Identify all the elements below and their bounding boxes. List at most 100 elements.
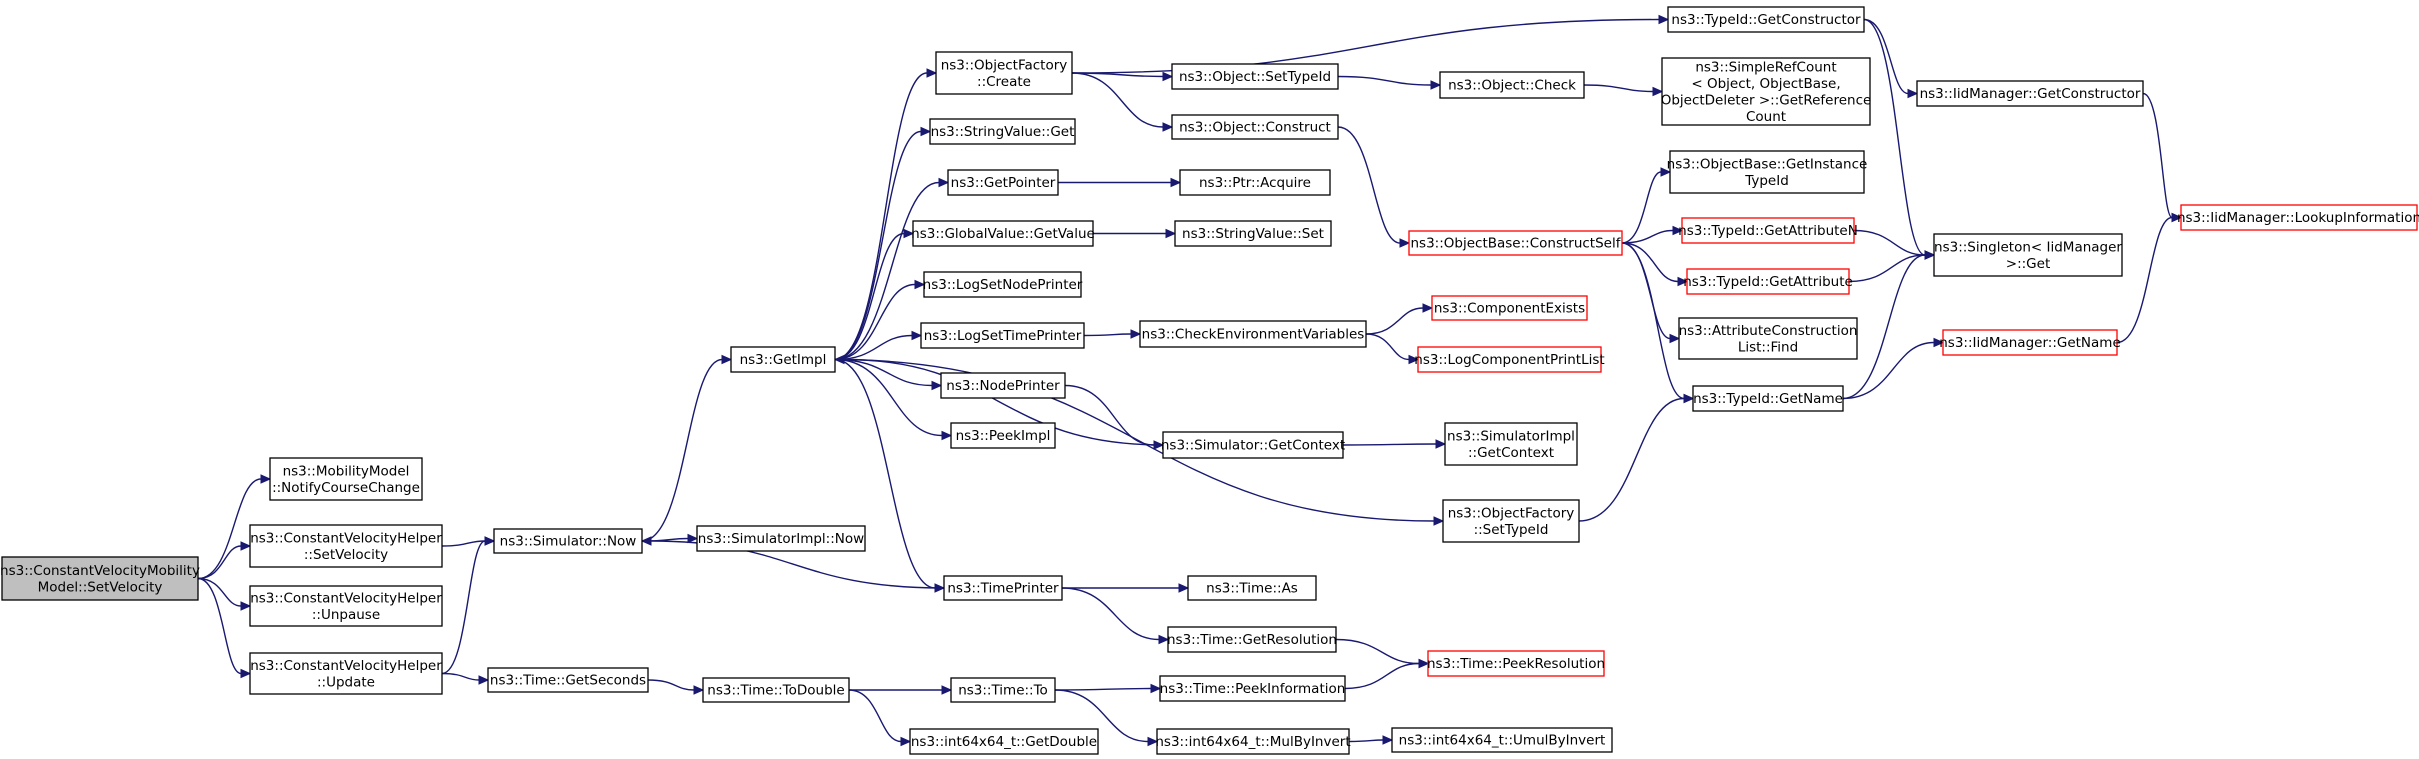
node-ns3-typeid-getconstructor[interactable]: ns3::TypeId::GetConstructor	[1667, 6, 1865, 33]
node-box	[1167, 626, 1337, 653]
node-ns3-constantvelocitymobility-model-setvelocity[interactable]: ns3::ConstantVelocityMobilityModel::SetV…	[0, 556, 200, 601]
node-label: ns3::TypeId::GetConstructor	[1671, 12, 1861, 28]
node-box	[1916, 80, 2144, 107]
node-label: ns3::ConstantVelocityMobility	[0, 563, 200, 579]
node-box	[1431, 295, 1588, 321]
node-ns3-stringvalue-set[interactable]: ns3::StringValue::Set	[1174, 220, 1332, 247]
edge-timeprinter-to-time-as	[1061, 583, 1190, 593]
node-ns3-objectfactory-create[interactable]: ns3::ObjectFactory::Create	[935, 51, 1073, 95]
node-ns3-time-peekinformation[interactable]: ns3::Time::PeekInformation	[1159, 675, 1346, 702]
node-ns3-checkenvironmentvariables[interactable]: ns3::CheckEnvironmentVariables	[1139, 320, 1367, 348]
node-label: TypeId	[1744, 173, 1789, 189]
node-ns3-componentexists[interactable]: ns3::ComponentExists	[1431, 295, 1588, 321]
node-ns3-simulatorimpl-getcontext[interactable]: ns3::SimulatorImpl::GetContext	[1444, 422, 1578, 466]
node-ns3-time-peekresolution[interactable]: ns3::Time::PeekResolution	[1427, 650, 1605, 677]
node-ns3-nodeprinter[interactable]: ns3::NodePrinter	[940, 372, 1066, 399]
node-ns3-objectbase-constructself[interactable]: ns3::ObjectBase::ConstructSelf	[1408, 230, 1623, 256]
node-ns3-int64x64-t-mulbyinvert[interactable]: ns3::int64x64_t::MulByInvert	[1155, 728, 1351, 755]
edge-time-getseconds-to-time-todouble	[647, 679, 705, 695]
node-ns3-getimpl[interactable]: ns3::GetImpl	[730, 346, 836, 373]
node-ns3-logsetnodeprinter[interactable]: ns3::LogSetNodePrinter	[923, 271, 1083, 298]
call-graph-edges	[197, 14, 2183, 747]
node-ns3-int64x64-t-getdouble[interactable]: ns3::int64x64_t::GetDouble	[909, 728, 1099, 755]
node-box	[1159, 675, 1346, 702]
node-label: ::GetContext	[1468, 445, 1554, 461]
node-label: ns3::Object::SetTypeId	[1179, 69, 1331, 85]
node-box	[1139, 320, 1367, 348]
node-ns3-constantvelocityhelper-setvelocity[interactable]: ns3::ConstantVelocityHelper::SetVelocity	[249, 524, 443, 568]
node-ns3-simulator-getcontext[interactable]: ns3::Simulator::GetContext	[1161, 431, 1345, 459]
edge-checkenv-to-logcompprint	[1365, 333, 1420, 365]
node-ns3-typeid-getattribute[interactable]: ns3::TypeId::GetAttribute	[1683, 268, 1853, 295]
node-box	[909, 728, 1099, 755]
node-ns3-iidmanager-getname[interactable]: ns3::IidManager::GetName	[1939, 329, 2121, 356]
node-box	[1692, 385, 1844, 412]
node-ns3-simulatorimpl-now[interactable]: ns3::SimulatorImpl::Now	[696, 525, 866, 552]
edge-checkenv-to-compexists	[1365, 303, 1434, 335]
node-box	[487, 667, 649, 693]
edge-obj-construct-to-objbase-constructself	[1337, 126, 1411, 248]
node-ns3-ptr-acquire[interactable]: ns3::Ptr::Acquire	[1179, 169, 1331, 196]
edge-getimpl-to-gv-getvalue	[834, 228, 915, 361]
node-ns3-mobilitymodel-notifycoursechange[interactable]: ns3::MobilityModel::NotifyCourseChange	[269, 457, 423, 501]
node-ns3-singleton-iidmanager-get[interactable]: ns3::Singleton< IidManager>::Get	[1933, 233, 2123, 277]
node-ns3-typeid-getname[interactable]: ns3::TypeId::GetName	[1692, 385, 1844, 412]
node-box	[1408, 230, 1623, 256]
node-ns3-objectfactory-settypeid[interactable]: ns3::ObjectFactory::SetTypeId	[1442, 499, 1580, 543]
node-ns3-time-getseconds[interactable]: ns3::Time::GetSeconds	[487, 667, 649, 693]
node-label: ns3::TypeId::GetName	[1693, 391, 1843, 407]
edge-sim-getcontext-to-simimpl-getcontext	[1342, 439, 1447, 449]
edge-of-create-to-obj-settypeid	[1071, 71, 1174, 82]
node-ns3-constantvelocityhelper-unpause[interactable]: ns3::ConstantVelocityHelper::Unpause	[249, 585, 443, 627]
node-label: ns3::IidManager::GetConstructor	[1920, 86, 2141, 102]
edge-tid-getconstructor-to-iid-getconstructor	[1863, 18, 1919, 99]
node-ns3-time-as[interactable]: ns3::Time::As	[1187, 575, 1317, 601]
node-label: ns3::ObjectBase::GetInstance	[1667, 156, 1868, 172]
node-ns3-globalvalue-getvalue[interactable]: ns3::GlobalValue::GetValue	[911, 220, 1095, 247]
node-box	[1444, 422, 1578, 466]
node-label: ns3::Simulator::Now	[500, 534, 637, 550]
node-ns3-constantvelocityhelper-update[interactable]: ns3::ConstantVelocityHelper::Update	[249, 652, 443, 695]
node-ns3-logsettimeprinter[interactable]: ns3::LogSetTimePrinter	[920, 322, 1085, 349]
node-box	[929, 118, 1076, 145]
node-label: ::Unpause	[312, 607, 380, 623]
node-ns3-int64x64-t-umulbyinvert[interactable]: ns3::int64x64_t::UmulByInvert	[1391, 727, 1613, 753]
node-label: ns3::Simulator::GetContext	[1161, 438, 1345, 454]
node-box	[947, 169, 1059, 196]
node-label: ns3::Time::To	[958, 683, 1048, 699]
node-ns3-iidmanager-getconstructor[interactable]: ns3::IidManager::GetConstructor	[1916, 80, 2144, 107]
node-box	[1942, 329, 2118, 356]
node-box	[702, 677, 850, 703]
node-ns3-logcomponentprintlist[interactable]: ns3::LogComponentPrintList	[1414, 346, 1605, 373]
node-ns3-stringvalue-get[interactable]: ns3::StringValue::Get	[929, 118, 1076, 145]
node-box	[1162, 431, 1344, 459]
node-label: ns3::NodePrinter	[946, 378, 1060, 394]
node-ns3-time-todouble[interactable]: ns3::Time::ToDouble	[702, 677, 850, 703]
node-label: ns3::SimpleRefCount	[1695, 59, 1836, 75]
node-ns3-time-getresolution[interactable]: ns3::Time::GetResolution	[1167, 626, 1337, 653]
node-ns3-typeid-getattributen[interactable]: ns3::TypeId::GetAttributeN	[1678, 217, 1858, 244]
node-box	[1179, 169, 1331, 196]
node-box	[1667, 6, 1865, 33]
node-ns3-object-settypeid[interactable]: ns3::Object::SetTypeId	[1171, 63, 1339, 90]
node-label: ::SetVelocity	[304, 547, 388, 563]
edge-root-to-notify	[197, 474, 272, 580]
node-ns3-object-check[interactable]: ns3::Object::Check	[1439, 71, 1585, 99]
node-ns3-time-to[interactable]: ns3::Time::To	[950, 677, 1056, 703]
node-label: List::Find	[1738, 339, 1798, 355]
node-label: ns3::Object::Check	[1448, 78, 1576, 94]
node-ns3-simplerefcount-object-objectbase-objectdeleter-getreference-count[interactable]: ns3::SimpleRefCount< Object, ObjectBase,…	[1661, 57, 1872, 126]
node-ns3-getpointer[interactable]: ns3::GetPointer	[947, 169, 1059, 196]
node-ns3-simulator-now[interactable]: ns3::Simulator::Now	[493, 528, 643, 554]
node-label: ns3::CheckEnvironmentVariables	[1142, 327, 1365, 343]
node-ns3-object-construct[interactable]: ns3::Object::Construct	[1171, 114, 1339, 140]
node-ns3-peekimpl[interactable]: ns3::PeekImpl	[950, 422, 1056, 449]
node-box	[249, 524, 443, 568]
edge-timeprinter-to-time-getres	[1061, 587, 1170, 645]
node-label: ns3::int64x64_t::MulByInvert	[1155, 734, 1350, 750]
node-label: ns3::ObjectBase::ConstructSelf	[1411, 236, 1622, 252]
node-ns3-timeprinter[interactable]: ns3::TimePrinter	[943, 575, 1063, 601]
node-ns3-iidmanager-lookupinformation[interactable]: ns3::IidManager::LookupInformation	[2177, 204, 2419, 231]
